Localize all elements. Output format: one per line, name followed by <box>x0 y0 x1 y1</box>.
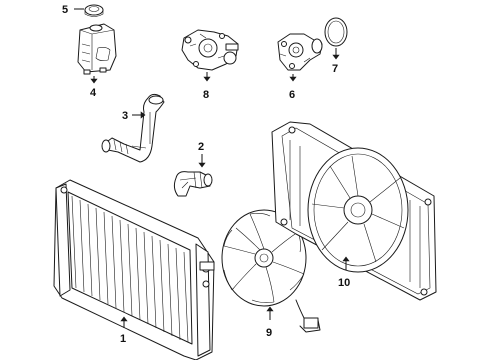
callout-10: 10 <box>338 277 350 289</box>
arrow-4 <box>90 78 98 84</box>
arrow-2 <box>198 162 206 168</box>
part-6-thermostat-housing <box>277 33 323 71</box>
callout-4: 4 <box>90 87 97 99</box>
part-8-water-pump <box>181 29 239 71</box>
arrow-3 <box>140 111 146 119</box>
callout-5: 5 <box>62 4 68 16</box>
arrow-9 <box>266 306 274 312</box>
part-9-fan-blade <box>221 209 321 333</box>
callout-8: 8 <box>203 89 209 101</box>
part-1-radiator <box>53 179 215 360</box>
part-4-coolant-reservoir <box>77 23 117 75</box>
callout-7: 7 <box>332 63 338 75</box>
callout-6: 6 <box>289 89 295 101</box>
callout-9: 9 <box>266 327 272 339</box>
callout-2: 2 <box>198 141 204 153</box>
part-5-reservoir-cap <box>84 4 104 17</box>
part-10-fan-shroud <box>271 121 437 301</box>
callout-3: 3 <box>122 110 128 122</box>
arrow-10 <box>342 256 350 262</box>
arrow-1 <box>120 316 128 322</box>
arrow-8 <box>203 76 211 82</box>
part-3-upper-hose <box>101 93 165 163</box>
arrow-6 <box>289 76 297 82</box>
part-7-seal-ring <box>324 17 348 47</box>
arrow-7 <box>332 54 340 60</box>
callout-1: 1 <box>120 333 126 345</box>
part-2-lower-hose <box>173 171 213 197</box>
